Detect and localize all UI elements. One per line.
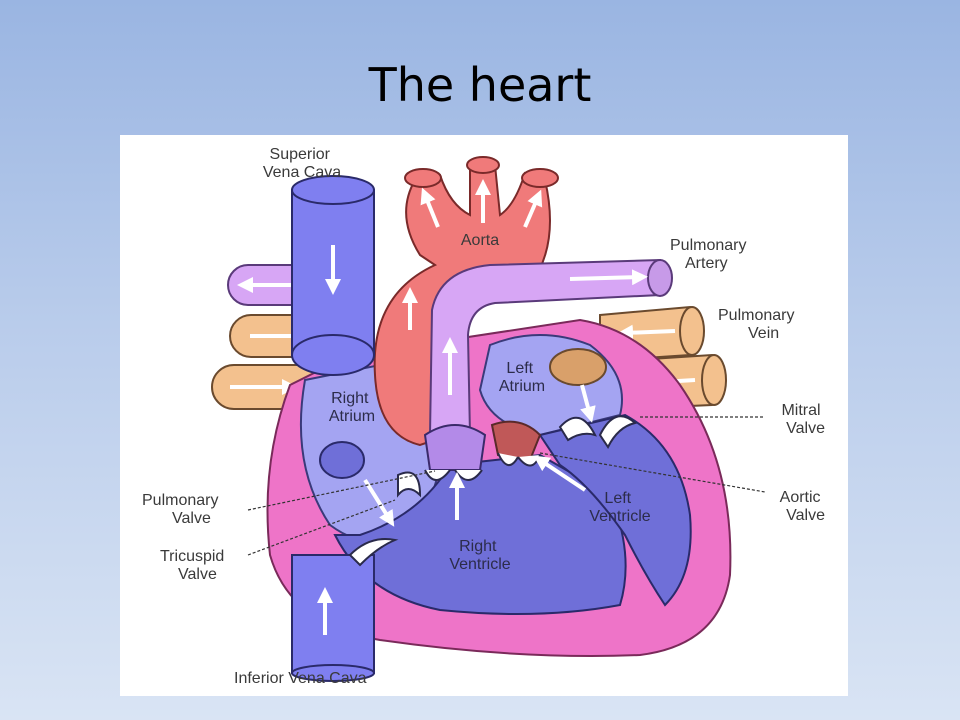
label-pulmonary-vein: Pulmonary Vein	[718, 307, 799, 342]
tricuspid-valve	[348, 471, 422, 567]
label-right-atrium: Right Atrium	[329, 390, 375, 425]
label-left-ventricle: Left Ventricle	[589, 490, 650, 525]
label-tricuspid-valve: Tricuspid Valve	[160, 548, 229, 583]
label-right-ventricle: Right Ventricle	[449, 538, 510, 573]
label-inferior-vena-cava: Inferior Vena Cava	[234, 670, 367, 687]
right-ventricle	[333, 453, 627, 615]
label-aorta: Aorta	[461, 232, 499, 249]
label-pulmonary-valve: Pulmonary Valve	[142, 492, 223, 527]
heart-diagram-svg: Superior Vena Cava Aorta Pulmonary Arter…	[142, 146, 825, 687]
slide-title: The heart	[368, 58, 592, 112]
label-aortic-valve: Aortic Valve	[780, 489, 825, 524]
pulmonary-valve	[423, 424, 487, 481]
label-left-atrium: Left Atrium	[499, 360, 545, 395]
tricuspid-opening	[319, 441, 365, 479]
superior-vena-cava	[291, 175, 375, 376]
mitral-valve	[558, 415, 638, 449]
label-superior-vena-cava: Superior Vena Cava	[263, 146, 341, 181]
left-ventricle	[538, 413, 692, 607]
label-mitral-valve: Mitral Valve	[781, 402, 825, 437]
heart-diagram: Superior Vena Cava Aorta Pulmonary Arter…	[120, 135, 848, 696]
label-pulmonary-artery: Pulmonary Artery	[670, 237, 751, 272]
pulmonary-artery	[428, 258, 673, 436]
inferior-vena-cava	[291, 554, 375, 682]
pulmonary-vein-opening	[549, 348, 607, 386]
